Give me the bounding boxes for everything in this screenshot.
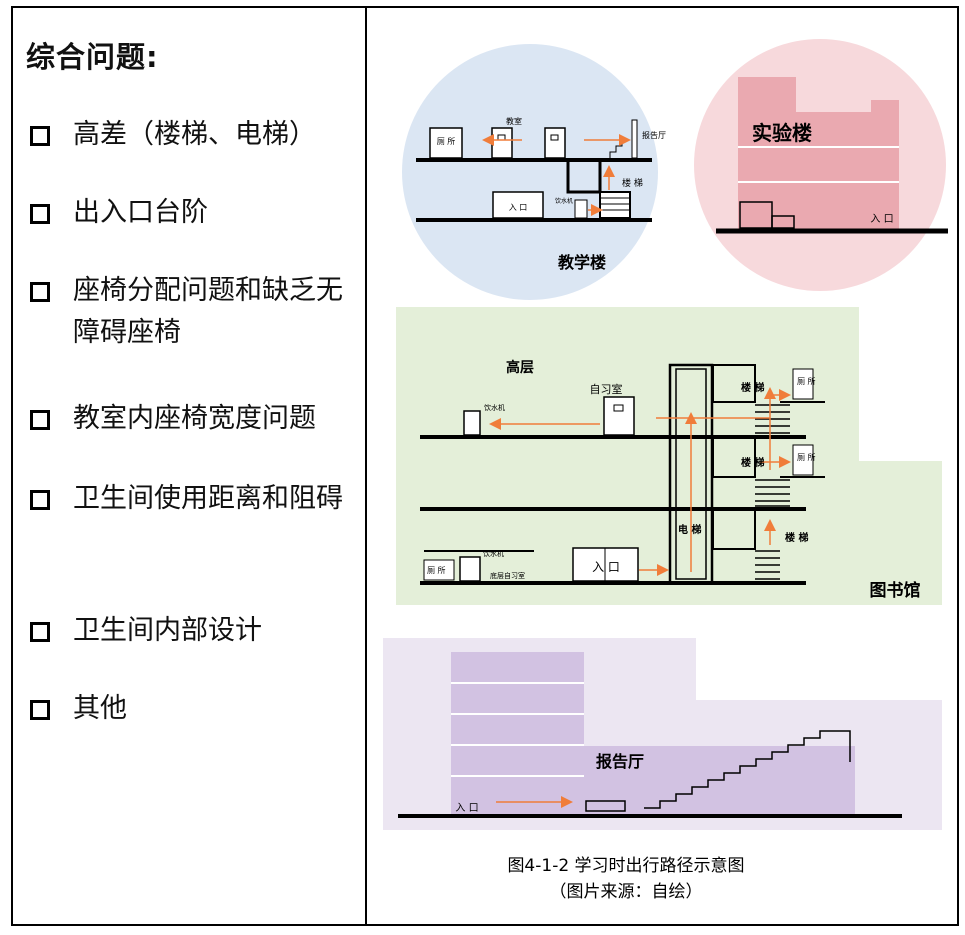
upper-floor-label: 高层	[506, 359, 534, 376]
list-item: 教室内座椅宽度问题	[30, 398, 360, 440]
low-water-label: 饮水机	[483, 549, 504, 558]
study-room-label: 自习室	[590, 382, 623, 396]
toilet-label-low: 厕 所	[427, 565, 446, 575]
list-item: 高差（楼梯、电梯）	[30, 114, 360, 156]
checkbox-icon	[30, 204, 50, 224]
toilet-label-mid: 厕 所	[797, 452, 816, 462]
stairs-label: 楼 梯	[622, 177, 643, 189]
teaching-building-title: 教学楼	[558, 253, 606, 272]
auditorium-title: 报告厅	[596, 752, 644, 771]
lab-building-title: 实验楼	[752, 121, 812, 145]
figure-source: （图片来源：自绘）	[550, 882, 703, 902]
list-item: 座椅分配问题和缺乏无障碍座椅	[30, 270, 360, 354]
entrance-label: 入 口	[509, 203, 528, 212]
checkbox-icon	[30, 126, 50, 146]
checkbox-icon	[30, 700, 50, 720]
list-item-text: 卫生间使用距离和阻碍	[73, 483, 343, 514]
checkbox-icon	[30, 622, 50, 642]
list-item: 卫生间使用距离和阻碍	[30, 478, 360, 520]
auditorium-entrance-label: 入 口	[455, 803, 478, 814]
list-item: 其他	[30, 688, 360, 730]
water-dispenser-label: 饮水机	[555, 197, 573, 205]
list-item-text: 卫生间内部设计	[73, 615, 262, 646]
toilet-label-top: 厕 所	[797, 376, 816, 386]
list-item-text: 高差（楼梯、电梯）	[73, 119, 316, 150]
outer-frame	[11, 6, 959, 926]
list-item-text: 座椅分配问题和缺乏无障碍座椅	[73, 275, 343, 348]
elevator-label: 电 梯	[678, 523, 701, 536]
stairs-label-top: 楼 梯	[741, 381, 764, 394]
upper-water-label: 饮水机	[484, 403, 505, 412]
ground-study-label: 底层自习室	[490, 571, 525, 580]
library-title: 图书馆	[870, 580, 921, 601]
lab-entrance-label: 入 口	[870, 214, 893, 225]
toilet-label: 厕 所	[437, 136, 456, 146]
teaching-background	[402, 44, 658, 300]
list-item: 卫生间内部设计	[30, 610, 360, 652]
lab-building-diagram: 实验楼 入 口	[694, 39, 948, 291]
teaching-building-diagram: 厕 所 教室 报告厅 楼 梯 入 口 饮水机 教学楼	[402, 44, 666, 300]
auditorium-diagram: 报告厅 入 口	[383, 638, 942, 830]
panel-title: 综合问题:	[26, 40, 159, 74]
list-item-text: 出入口台阶	[73, 197, 208, 228]
stairs-label-mid: 楼 梯	[741, 456, 764, 469]
figure-caption: 图4-1-2 学习时出行路径示意图	[507, 856, 744, 876]
list-item-text: 教室内座椅宽度问题	[73, 403, 316, 434]
checkbox-icon	[30, 490, 50, 510]
library-entrance-label: 入 口	[592, 560, 620, 574]
column-divider	[365, 6, 367, 926]
checkbox-icon	[30, 282, 50, 302]
stairs-label-low: 楼 梯	[785, 531, 808, 544]
list-item-text: 其他	[73, 693, 127, 724]
checkbox-icon	[30, 410, 50, 430]
hall-label: 报告厅	[642, 130, 666, 140]
list-item: 出入口台阶	[30, 192, 360, 234]
library-diagram: 高层 自习室 饮水机 楼 梯 楼 梯 楼 梯 厕 所 厕 所 厕 所 电 梯 饮…	[396, 307, 942, 605]
classroom-label: 教室	[506, 116, 522, 126]
